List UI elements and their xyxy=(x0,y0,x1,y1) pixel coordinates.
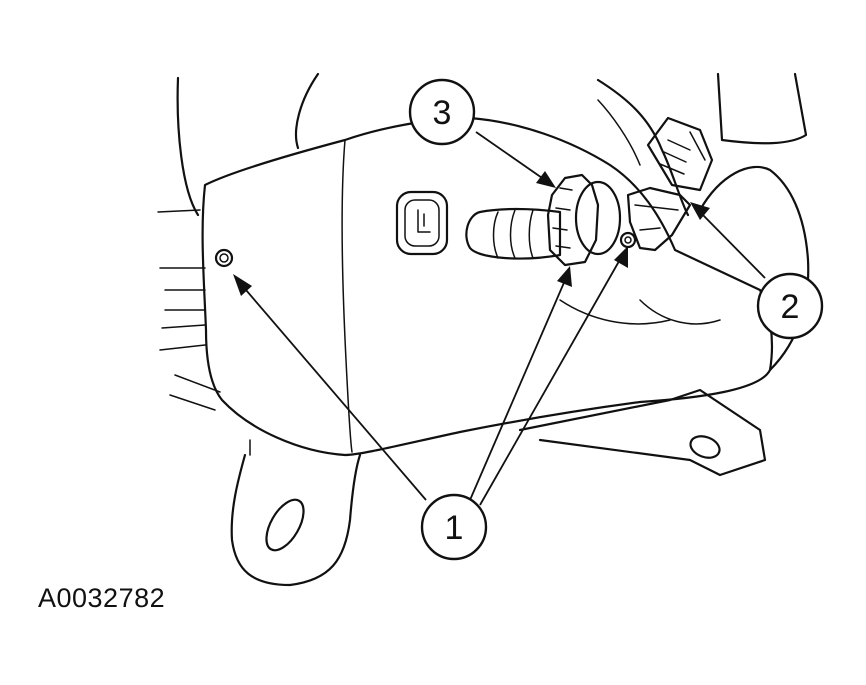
adjustment-knob-face xyxy=(574,180,622,256)
seat-lever-detail xyxy=(634,204,679,231)
arrowhead-2 xyxy=(690,202,710,220)
callout-1-label: 1 xyxy=(445,509,464,547)
screw-right-inner xyxy=(624,236,632,244)
leader-callout-3 xyxy=(475,131,546,181)
seat-belt-buckle xyxy=(646,116,714,192)
arrowhead-1-left xyxy=(233,274,252,296)
figure-id: A0032782 xyxy=(38,583,166,613)
power-seat-switch-inner xyxy=(404,199,440,247)
seat-lever xyxy=(626,186,692,252)
seat-track-bracket xyxy=(230,453,362,587)
recliner-handle-grips xyxy=(492,209,534,259)
screw-right xyxy=(619,231,637,249)
callout-2-label: 2 xyxy=(781,288,800,326)
callout-3-label: 3 xyxy=(433,94,452,132)
callout-2: 2 xyxy=(756,272,824,340)
recliner-handle xyxy=(465,207,562,260)
adjustment-knob-base xyxy=(546,173,600,267)
arrowhead-3 xyxy=(536,171,556,188)
buckle-stitches xyxy=(659,131,706,175)
leader-callout-1-left xyxy=(239,282,427,501)
rear-track-bracket xyxy=(518,388,767,477)
track-bottom-edge xyxy=(169,374,251,456)
screw-left xyxy=(214,248,234,268)
power-seat-switch xyxy=(395,190,449,256)
floor-lines xyxy=(157,209,206,351)
leader-callout-1-right xyxy=(479,255,623,506)
callout-1: 1 xyxy=(420,493,488,561)
track-slot-left xyxy=(265,498,305,552)
leader-callout-1-mid xyxy=(469,277,567,501)
side-shield-inner-curve xyxy=(559,299,721,325)
seat-back-seam xyxy=(597,99,641,166)
leader-callout-2 xyxy=(699,211,766,279)
screw-left-inner xyxy=(219,253,229,263)
seat-switch-symbol xyxy=(417,209,431,233)
callout-3: 3 xyxy=(408,78,476,146)
track-slot-right xyxy=(689,435,721,459)
side-shield-body xyxy=(201,116,774,457)
seat-back-outline xyxy=(176,72,690,217)
seat-back-right-panel xyxy=(716,72,808,145)
arrowhead-1-right xyxy=(614,246,628,268)
side-shield-front-edge xyxy=(341,139,353,453)
arrowhead-1-mid xyxy=(557,266,572,287)
knob-ridges xyxy=(552,187,573,249)
